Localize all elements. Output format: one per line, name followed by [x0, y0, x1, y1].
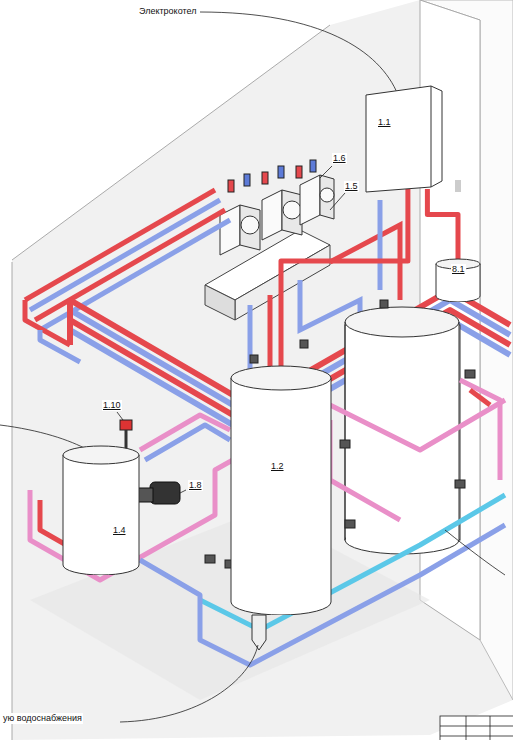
callout-number: 1.10: [102, 400, 122, 411]
boiler-box: 1.1: [365, 85, 443, 193]
callout-title: Электрокотел: [138, 6, 197, 17]
pipe-connector: [427, 189, 458, 262]
callout-text: ую водоснабжения: [2, 713, 83, 724]
callout-number: 1.4: [112, 525, 127, 535]
callout-number: 1.6: [332, 153, 347, 164]
cylinder-outline: [230, 365, 332, 615]
callout-number: 1.2: [270, 461, 285, 471]
expansion-tank: 8.1: [435, 258, 481, 302]
callout-number: 1.1: [377, 117, 392, 127]
boiler-outline: [365, 85, 443, 193]
callout-number: 1.5: [344, 181, 359, 192]
callout-number: 1.8: [188, 480, 203, 491]
pipe-connector: [281, 189, 408, 369]
cylinder-outline: [62, 445, 140, 575]
callout-number: 8.1: [451, 264, 466, 274]
storage-tank: 1.2: [230, 365, 332, 615]
softener-tank: 1.4: [62, 445, 140, 575]
